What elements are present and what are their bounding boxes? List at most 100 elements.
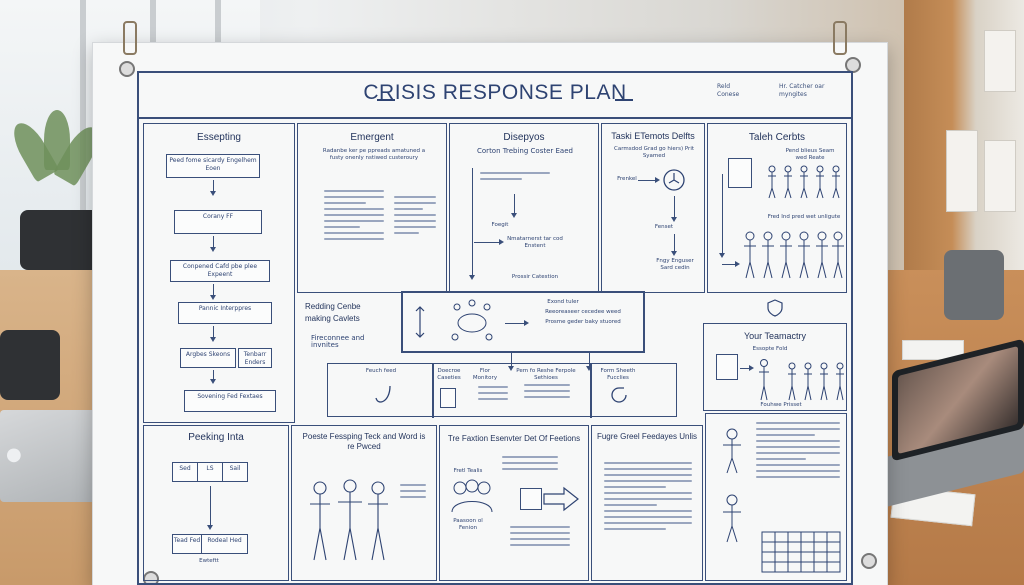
laptop-left: ● [0,410,110,502]
flow-label: Foegit [491,222,509,228]
people-group-icon [768,165,840,199]
flow-label: Pend blieus Seam wed Reate [785,148,835,161]
title-meta-left: Reld Conese [717,83,740,98]
group-icon [451,479,493,513]
flow-box: Pannic Interppres [178,302,272,324]
team-cycle-icon [451,299,493,341]
flow-label: Ewteftt [199,558,219,564]
flow-label: Prossir Catestion [511,274,559,280]
flow-label: Fenset [654,224,674,230]
section-essepting: Essepting Peed fome sicardy Engelhem Eoe… [143,123,295,423]
mid-row-panel: Feuch feed Doecroe Caseties Flor Monitor… [327,363,677,418]
flow-label: Reeoreaseer cecedee weed [545,309,621,315]
flow-label: Pem fo Reshe Ferpole Sethioes [516,368,576,381]
bookshelf [904,0,1024,300]
section-heading: Tre Faxtion Esenvter Det Of Feetions [447,434,581,443]
section-your-teamactry: Your Teamactry Essopte Fold Fouhwe Priss… [703,323,847,411]
section-note: Radanbe ker pe ppreads amatuned a fusty … [322,148,426,161]
section-taski-etemots: Taski ETemots Delfts Carmsdod Grad go hi… [601,123,705,293]
flow-label: Fngy Enguser Sard cedin [656,258,694,271]
section-sub: Carmsdod Grad go hiers) Prit Syamed [613,146,695,159]
section-heading: Your Teamactry [743,331,807,341]
shield-icon [767,299,783,317]
section-heading: Taleh Cerbts [748,132,806,143]
flow-label: Nmatarnerst tar cod Enstent [507,236,563,249]
chart-icon [728,158,752,188]
table-cell: Sed [173,463,198,481]
grommet [143,571,159,585]
flow-box: Sovening Fed Fextaes [184,390,276,412]
office-chair [20,210,100,270]
title-bar: CRISIS RESPONSE PLAN Reld Conese Hr. Cat… [139,73,851,119]
vertical-double-arrow-icon [415,306,425,338]
flow-label: Form Sheeth Fucclies [600,368,636,381]
center-process-box: Exond tuler Reeoreaseer cecedee weed Pro… [401,291,645,353]
section-faxtion-esenvter: Tre Faxtion Esenvter Det Of Feetions Fre… [439,425,589,581]
refresh-icon [611,387,627,403]
grommet [119,61,135,77]
people-group-icon [759,359,844,401]
crisis-plan-poster: CRISIS RESPONSE PLAN Reld Conese Hr. Cat… [92,21,888,585]
flow-label: Doecroe Caseties [437,368,461,381]
section-heading: Poeste Fessping Teck and Word is re Pwce… [302,432,426,451]
person-icon [723,494,741,543]
section-heading: Peeking Inta [188,432,244,443]
section-roles [705,413,847,581]
apple-logo-icon: ● [6,444,22,465]
section-heading: Disepyos [503,132,545,143]
plan-frame: CRISIS RESPONSE PLAN Reld Conese Hr. Cat… [137,71,853,585]
section-disepyos: Disepyos Corton Trebing Coster Eaed Foeg… [449,123,599,293]
person-icon [723,428,741,474]
hook-icon [375,385,391,403]
section-taleh-cerbts: Taleh Cerbts Pend blieus Seam wed Reate … [707,123,847,293]
office-chair [944,250,1004,320]
document-icon [440,388,456,408]
flow-label: Essopte Fold [752,346,788,352]
table-cell: Tead Fed [173,535,203,553]
section-fugre-greel: Fugre Greel Feedayes Unlis [591,425,703,581]
title-meta-right: Hr. Catcher oar myngites [779,83,825,98]
grommet [845,57,861,73]
section-heading: Taski ETemots Delfts [611,131,695,141]
flow-label: Paasoon ol Fenion [453,518,483,531]
flow-label: Flor Monitory [472,368,498,381]
poster-title: CRISIS RESPONSE PLAN [363,81,627,104]
desk-paper [902,340,964,360]
section-heading: Emergent [350,132,394,143]
flow-label: Frenkel [617,176,637,182]
flow-label: Exond tuler [547,299,579,305]
flow-label: Fred Ind pred wet unligute [767,214,841,220]
section-sub: Fireconnee and invnites [311,334,365,349]
flow-box: Corany FF [174,210,262,234]
binder-clip [123,21,137,55]
binder-clip [833,21,847,55]
flow-box: Conpened Cafd pbe plee Expeent [170,260,270,282]
people-group-icon [744,231,844,279]
input-box [520,488,542,510]
table-cell: Sail [223,463,247,481]
plant [6,110,106,320]
flow-label: Prosme geder baky stuored [545,319,621,325]
flow-label: Fouhwe Prisset [760,402,802,408]
people-talking-icon [310,479,388,561]
calendar-grid-icon [761,531,841,573]
flow-label: Fretl Tealis [453,468,483,474]
section-heading: Redding Cenbe making Cavlets [305,302,361,323]
grommet [861,553,877,569]
section-heading: Fugre Greel Feedayes Unlis [596,432,698,441]
timer-icon [663,169,685,191]
section-heading: Essepting [197,132,241,143]
section-sub: Corton Trebing Coster Eaed [477,147,573,155]
flow-box: Tenbarr Enders [238,348,272,368]
table-cell: Rodeal Hed [202,535,247,553]
flow-box: Argbes Skeons [180,348,236,368]
table-cell: LS [198,463,223,481]
office-chair [0,330,60,400]
section-emergent: Emergent Radanbe ker pe ppreads amatuned… [297,123,447,293]
big-arrow-icon [543,486,579,512]
flow-label: Feuch feed [365,368,397,374]
section-poeste-fessping: Poeste Fessping Teck and Word is re Pwce… [291,425,437,581]
flow-box: Peed fome sicardy Engelhem Eoen [166,154,260,178]
section-peeking-inta: Peeking Inta Sed LS Sail Tead Fed Rodeal… [143,425,289,581]
